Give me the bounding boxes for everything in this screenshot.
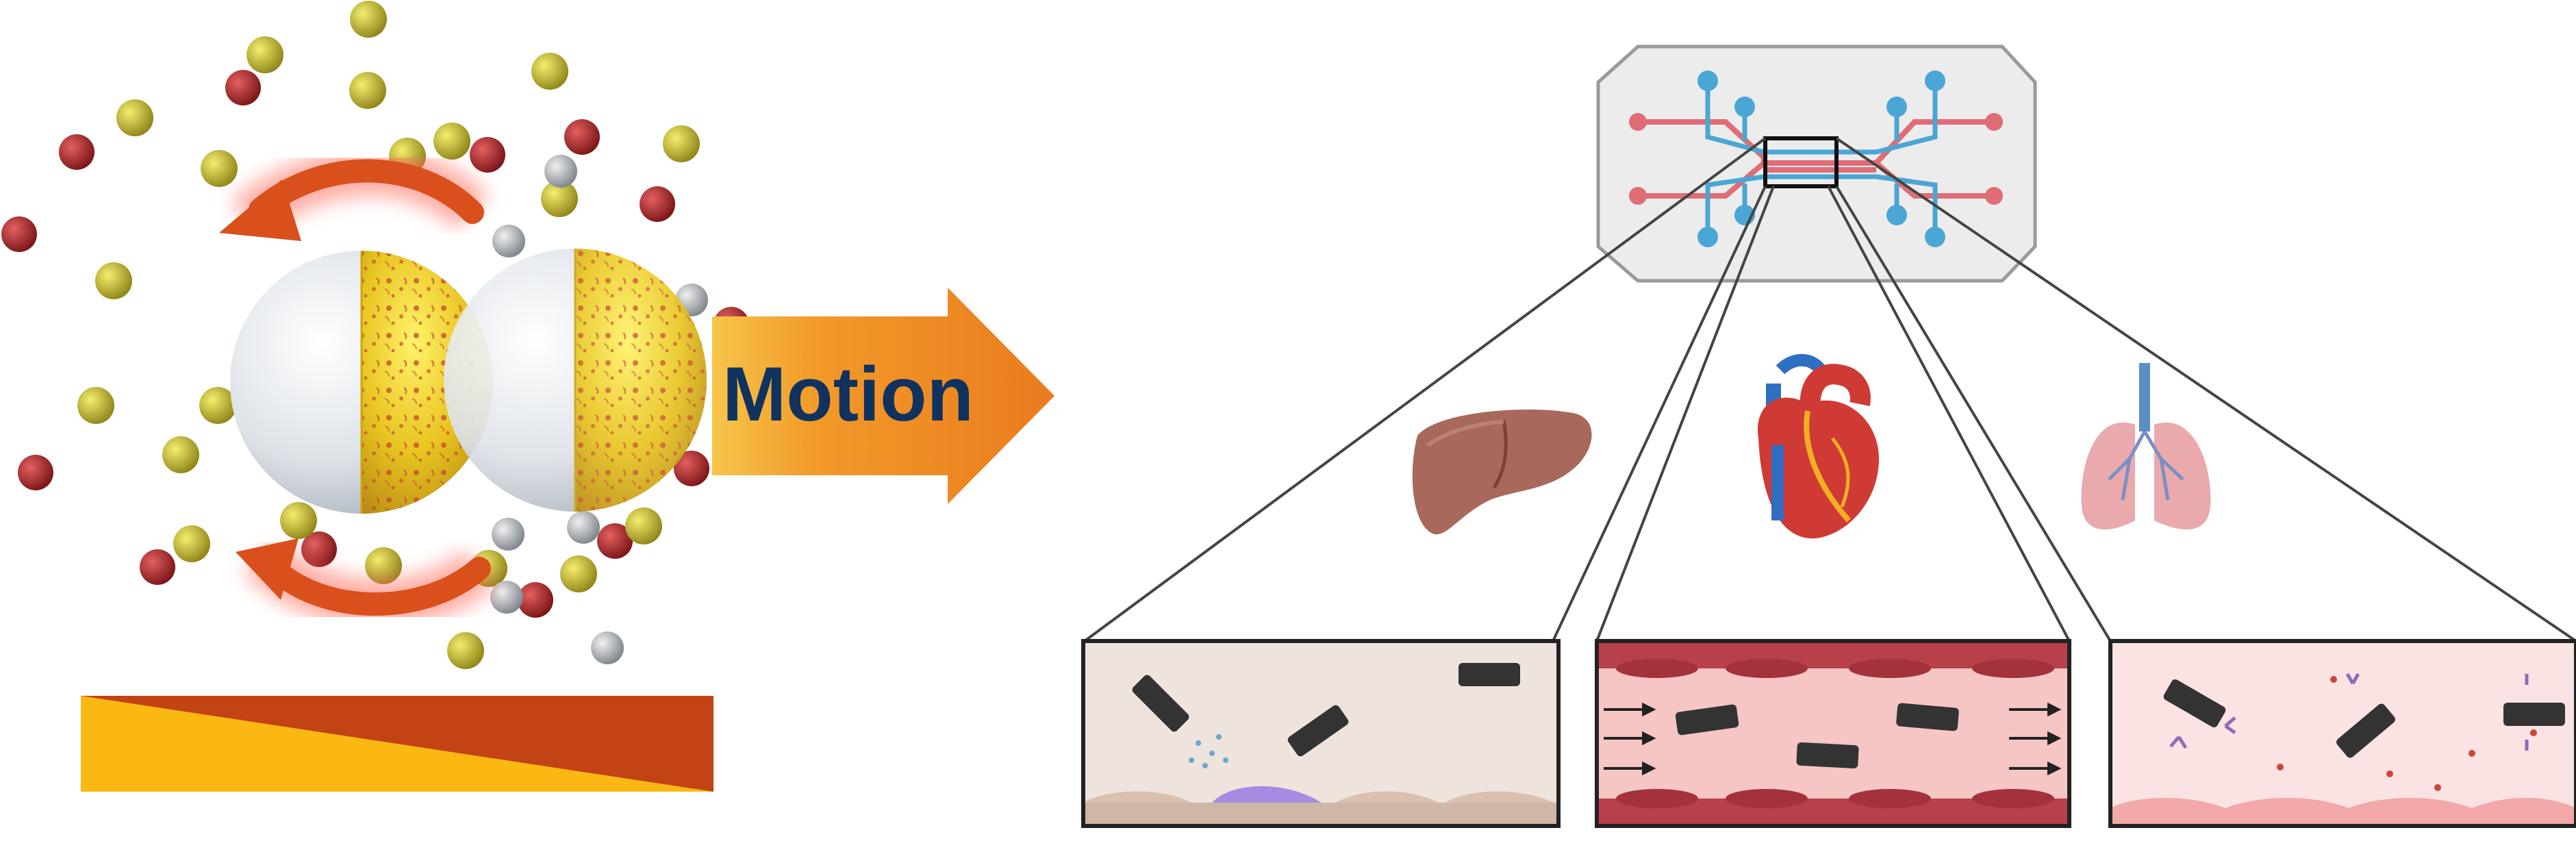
zoom-lines xyxy=(1083,137,2576,642)
lung-tissue-panel xyxy=(2108,639,2576,828)
flow-arrow-bottom xyxy=(236,538,496,627)
organ-on-chip-icon xyxy=(1596,45,2037,283)
heart-icon xyxy=(1757,354,1879,539)
janus-micromotor-icon xyxy=(230,251,493,514)
tubular-microrobot-icon xyxy=(1132,663,1520,757)
tubular-microrobot-icon xyxy=(2163,679,2565,758)
flow-arrow-top xyxy=(219,148,490,241)
blood-vessel-panel xyxy=(1595,639,2071,828)
liver-tissue-panel xyxy=(1081,639,1561,828)
concentration-gradient-bar xyxy=(81,696,714,792)
motion-label: Motion xyxy=(722,351,974,437)
flow-direction-arrow-icon xyxy=(1604,702,2062,776)
janus-micromotor-icon xyxy=(444,249,707,512)
motion-arrow: Motion xyxy=(712,288,1055,504)
lungs-icon xyxy=(2081,363,2211,530)
liver-icon xyxy=(1412,410,1592,535)
tubular-microrobot-icon xyxy=(1675,703,1959,769)
